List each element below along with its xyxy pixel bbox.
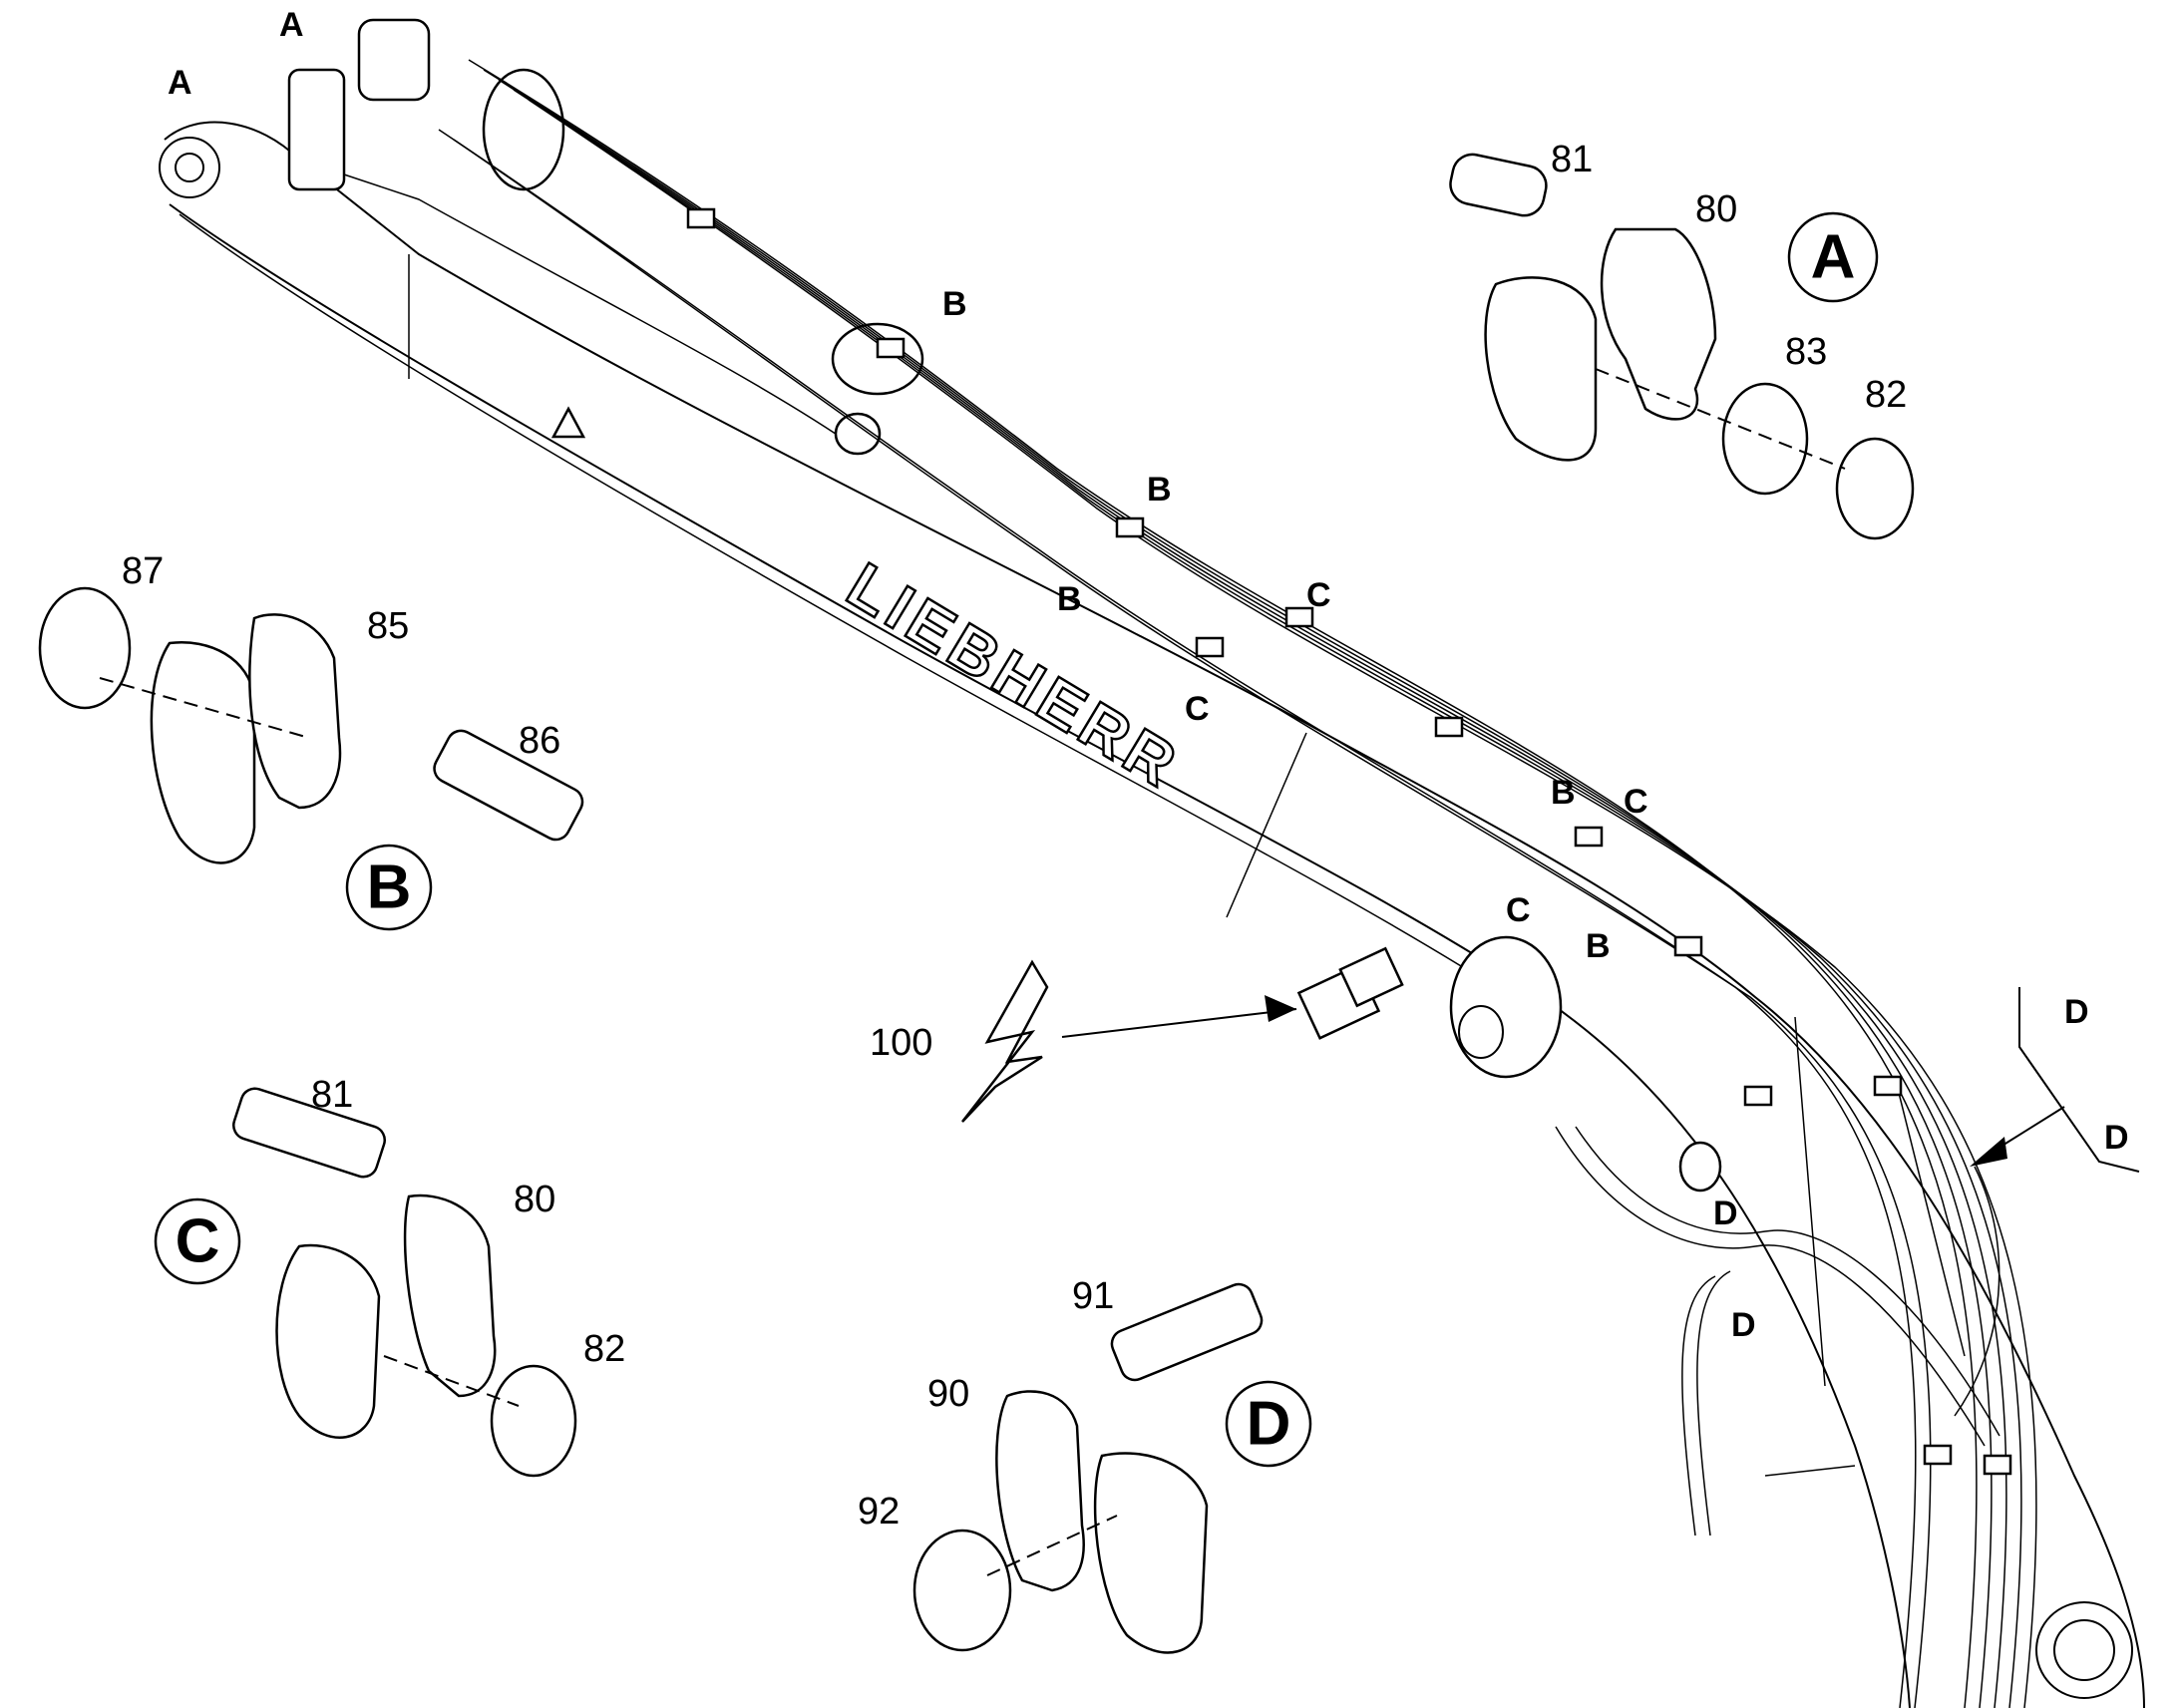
flange-half-a [1484,276,1598,462]
detail-badge-c-label: C [176,1207,220,1276]
detail-badge-b-label: B [367,854,412,922]
hose-clamps [686,207,2012,1476]
flange-half-85-b [248,613,342,810]
bolt-81-c [232,1087,386,1179]
callout-letter-d: D [1731,1306,1756,1344]
callout-letter-b: B [1551,774,1576,812]
warning-icon [550,406,586,439]
callout-letter-b: B [942,285,967,323]
brand-lettering: LIEBHERR [836,548,1194,803]
callout-86-b: 86 [519,720,560,762]
callout-80-c: 80 [514,1179,555,1220]
flange-half-d [1093,1452,1209,1654]
electrical-connector [1061,946,1404,1040]
flange-half-b [150,641,256,864]
boom-callouts: A A B B B B B C C C C D D D D [168,6,2129,1344]
callout-letter-a: A [279,6,304,44]
oring-92-d [912,1529,1012,1652]
oring-82-a [1835,437,1915,540]
callout-letter-c: C [1185,690,1210,728]
callout-letter-c: C [1506,891,1531,929]
detail-a: A 81 80 83 82 [1449,139,1915,540]
flange-half-90-d [995,1390,1085,1592]
callout-81-c: 81 [311,1074,353,1116]
callout-80-a: 80 [1695,188,1737,230]
callout-87-b: 87 [122,550,164,592]
flange-half-80-c [403,1194,497,1398]
section-view-marker [1970,987,2140,1173]
callout-82-a: 82 [1865,374,1907,416]
detail-badge-c [154,1197,241,1285]
detail-badge-d-label: D [1247,1390,1291,1459]
callout-letter-d: D [1713,1195,1738,1232]
detail-c: C 81 80 82 [154,1074,625,1478]
flange-half-80-a [1600,227,1717,421]
bolt-91-d [1110,1282,1264,1382]
bolt-86-b [433,729,584,842]
boom-pin-housing [1449,935,1563,1079]
callout-letter-c: C [1306,576,1331,614]
callout-91-d: 91 [1072,1275,1114,1317]
detail-b: B 87 85 86 [38,550,584,931]
callout-letter-b: B [1147,471,1172,509]
cylinder-top-right [357,18,431,102]
detail-d: D 91 90 92 [858,1275,1312,1654]
oring-87-b [38,586,132,710]
oring-82-c [490,1364,577,1478]
callout-81-a: 81 [1551,139,1593,180]
callout-letter-d: D [2104,1119,2129,1157]
bolt-81-a [1449,153,1548,217]
callout-letter-b: B [1586,927,1611,965]
callout-letter-d: D [2064,993,2089,1031]
cylinder-barrel [482,68,565,191]
callout-100: 100 [870,1022,932,1064]
callout-90-d: 90 [927,1373,969,1415]
callout-92-d: 92 [858,1491,900,1533]
detail-badge-a [1787,211,1879,303]
callout-letter-c: C [1624,783,1648,821]
callout-letter-b: B [1057,580,1082,618]
flange-half-c [275,1243,381,1440]
callout-letter-a: A [168,64,192,102]
detail-badge-d [1225,1380,1312,1468]
detail-badge-b [345,844,433,931]
detail-badge-a-label: A [1811,223,1856,292]
cylinder-top-left [287,68,346,191]
callout-82-c: 82 [583,1328,625,1370]
callout-85-b: 85 [367,605,409,647]
leader-arrowhead [1265,995,1296,1022]
seal-83-a [1721,382,1809,496]
callout-83-a: 83 [1785,331,1827,373]
lightning-icon [961,959,1049,1123]
